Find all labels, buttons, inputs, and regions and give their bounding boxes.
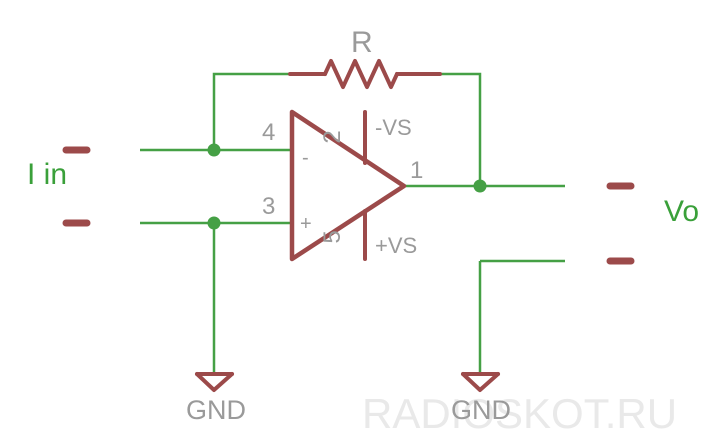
pin-number-5: 5 bbox=[319, 230, 346, 243]
wire-feedback-right bbox=[440, 72, 482, 186]
ground-symbol-left bbox=[195, 372, 234, 392]
ground-symbol-right bbox=[461, 372, 500, 392]
watermark: RADIOSKOT.RU bbox=[362, 390, 677, 437]
neg-supply-label: -VS bbox=[375, 115, 412, 140]
output-label: Vo bbox=[664, 195, 699, 228]
pos-supply-label: +VS bbox=[375, 233, 417, 258]
inverting-sign: - bbox=[302, 147, 309, 169]
resistor-r bbox=[288, 59, 442, 89]
resistor-label: R bbox=[351, 26, 373, 59]
ground-label-left: GND bbox=[186, 395, 246, 425]
pin-number-1: 1 bbox=[410, 157, 423, 184]
wires bbox=[140, 72, 565, 373]
wire-feedback-left bbox=[212, 72, 290, 150]
junction-inverting bbox=[207, 143, 221, 157]
ground-label-right: GND bbox=[451, 395, 511, 425]
junction-output bbox=[473, 179, 487, 193]
pin-number-2: 2 bbox=[319, 130, 346, 143]
opamp-symbol bbox=[289, 109, 407, 262]
pin-number-4: 4 bbox=[262, 119, 275, 146]
input-label: I in bbox=[27, 158, 67, 191]
noninverting-sign: + bbox=[300, 213, 312, 235]
pin-number-3: 3 bbox=[262, 193, 275, 220]
junction-noninverting bbox=[207, 216, 221, 230]
